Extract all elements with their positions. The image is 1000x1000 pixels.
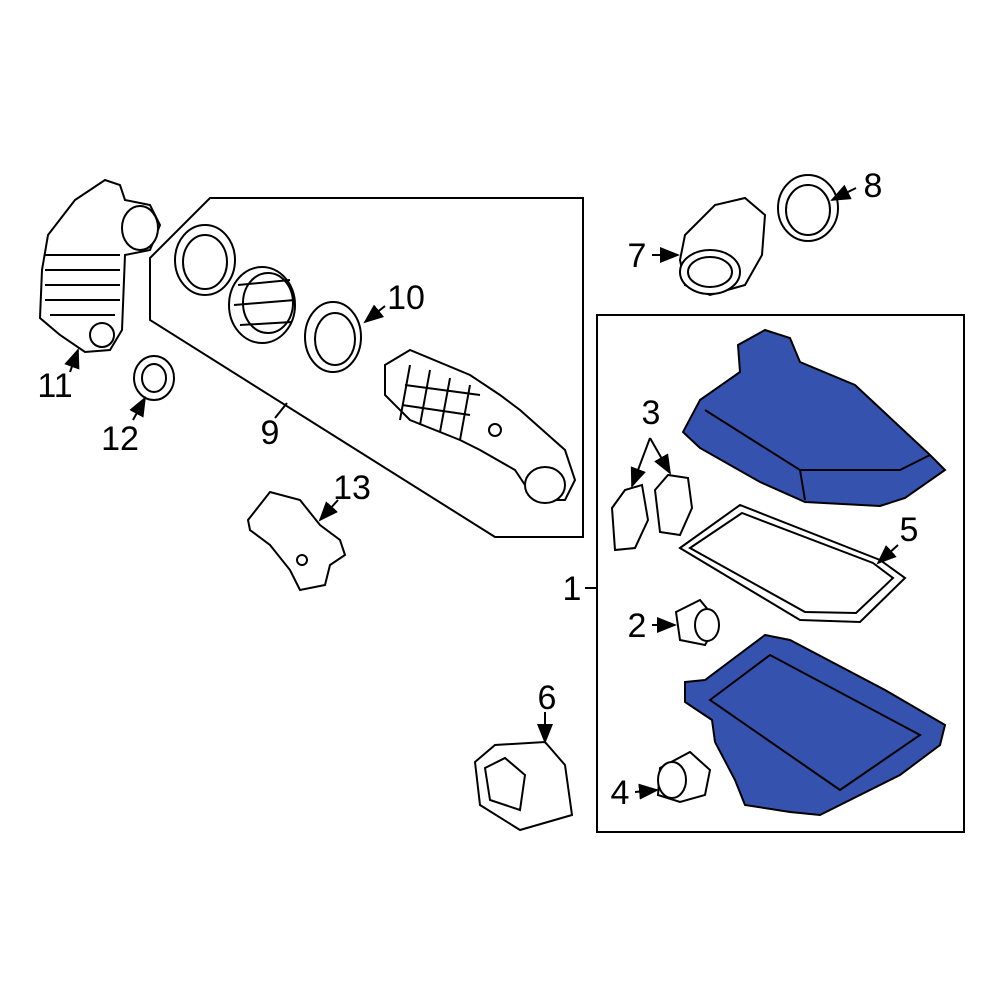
part-9-intake-tube[interactable] bbox=[384, 348, 577, 504]
part-13-bracket[interactable] bbox=[246, 490, 347, 592]
part-3-seals[interactable] bbox=[610, 473, 694, 552]
part-1-lower-housing[interactable] bbox=[684, 633, 947, 817]
part-12-seal[interactable] bbox=[133, 355, 175, 401]
part-8-clamp[interactable] bbox=[777, 174, 839, 242]
group-1-outline bbox=[596, 314, 965, 833]
callout-7: 7 bbox=[628, 237, 647, 275]
callout-5: 5 bbox=[900, 511, 919, 549]
callout-13: 13 bbox=[333, 469, 371, 507]
callout-3: 3 bbox=[642, 394, 661, 432]
part-9-clamp[interactable] bbox=[174, 224, 236, 296]
group-9-outline bbox=[149, 197, 584, 538]
callout-4: 4 bbox=[611, 774, 630, 812]
callout-11: 11 bbox=[37, 367, 72, 405]
part-10-clamp[interactable] bbox=[304, 301, 362, 373]
part-11-resonator[interactable] bbox=[38, 178, 162, 354]
leader-lines bbox=[64, 184, 899, 800]
callout-12: 12 bbox=[101, 420, 139, 458]
callout-10: 10 bbox=[387, 279, 425, 317]
callout-1: 1 bbox=[563, 570, 582, 608]
part-6-duct[interactable] bbox=[473, 740, 574, 832]
part-5-air-filter[interactable] bbox=[678, 503, 907, 624]
part-7-hose[interactable] bbox=[678, 196, 767, 297]
part-9-coupler[interactable] bbox=[228, 266, 296, 344]
part-4-insulator[interactable] bbox=[656, 750, 712, 804]
part-1-upper-housing[interactable] bbox=[681, 328, 947, 508]
callout-9: 9 bbox=[261, 414, 280, 452]
callout-8: 8 bbox=[864, 167, 883, 205]
callout-6: 6 bbox=[538, 679, 557, 717]
callout-2: 2 bbox=[628, 607, 647, 645]
part-2-grommet[interactable] bbox=[674, 598, 720, 647]
